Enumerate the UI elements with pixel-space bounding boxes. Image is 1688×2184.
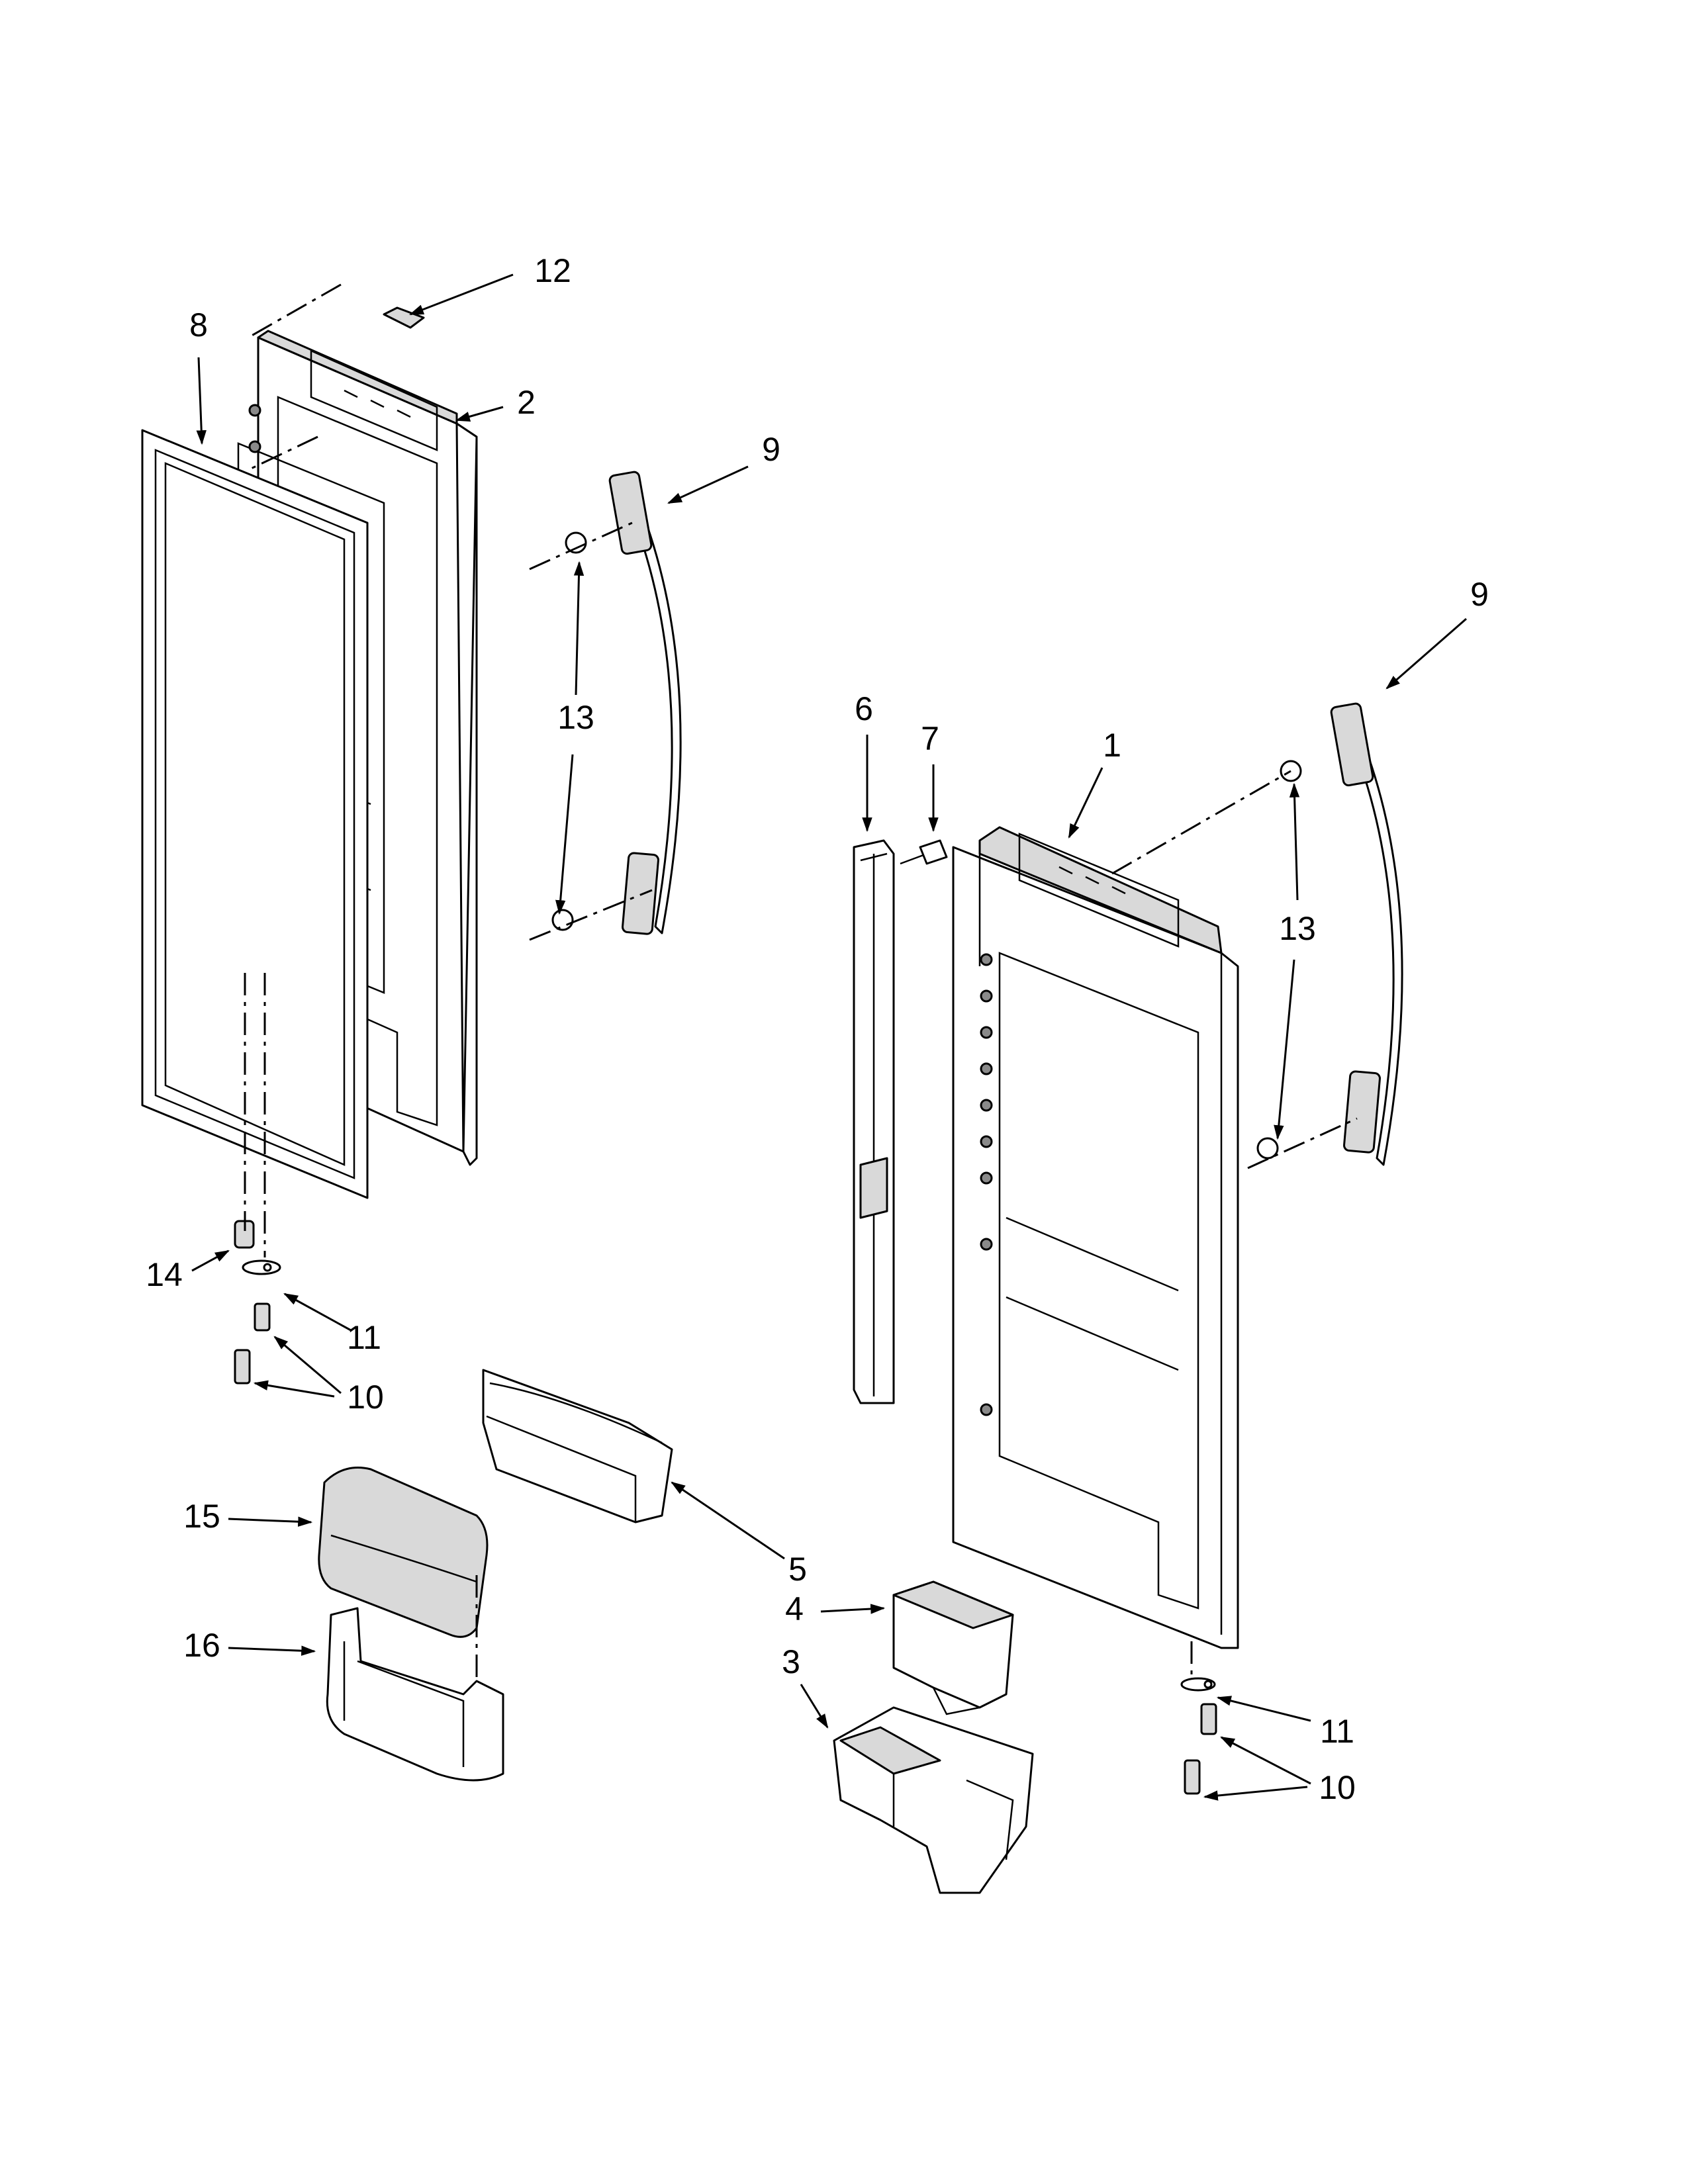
- callout-2: 2: [517, 384, 536, 421]
- assembly-lines: [244, 283, 1358, 1681]
- right-handle-studs: [1256, 760, 1302, 1160]
- callout-16: 16: [183, 1627, 220, 1664]
- callout-labels: 1 2 3 4 5 6 7 8 9 9 10 10 11 11 12 13 13…: [146, 252, 1489, 1806]
- hinge-cap: [383, 306, 425, 329]
- mullion-screw: [900, 839, 948, 865]
- callout-13-left: 13: [557, 699, 594, 736]
- callout-8: 8: [189, 306, 208, 343]
- callout-14: 14: [146, 1256, 183, 1293]
- door-bin: [482, 1369, 673, 1524]
- left-hinge-hardware: [234, 1220, 281, 1385]
- ice-chute-part: [892, 1580, 1014, 1715]
- right-hinge-hardware: [1180, 1677, 1217, 1795]
- callout-15: 15: [183, 1498, 220, 1535]
- callout-12: 12: [534, 252, 571, 289]
- right-door-pegs: [980, 953, 993, 1416]
- callout-7: 7: [921, 720, 939, 757]
- flipper-mullion: [853, 839, 895, 1404]
- callout-1: 1: [1103, 727, 1121, 764]
- right-handle: [1330, 702, 1403, 1166]
- callout-6: 6: [855, 690, 873, 727]
- callout-9-left: 9: [762, 431, 780, 468]
- callout-3: 3: [782, 1643, 800, 1680]
- callout-leaders: [191, 273, 1467, 1801]
- left-door-gasket: [141, 429, 369, 1199]
- callout-10-left: 10: [347, 1379, 384, 1416]
- callout-5: 5: [788, 1551, 807, 1588]
- callout-11-right: 11: [1320, 1713, 1354, 1750]
- callout-10-right: 10: [1319, 1769, 1356, 1806]
- callout-11-left: 11: [347, 1319, 381, 1356]
- bin-base: [326, 1607, 504, 1782]
- callout-13-right: 13: [1279, 910, 1316, 947]
- left-handle: [608, 471, 682, 935]
- ice-bucket-part: [833, 1706, 1034, 1894]
- bin-cover: [318, 1467, 489, 1638]
- callout-4: 4: [785, 1590, 804, 1627]
- callout-9-right: 9: [1470, 576, 1489, 613]
- right-door-part: [952, 826, 1239, 1649]
